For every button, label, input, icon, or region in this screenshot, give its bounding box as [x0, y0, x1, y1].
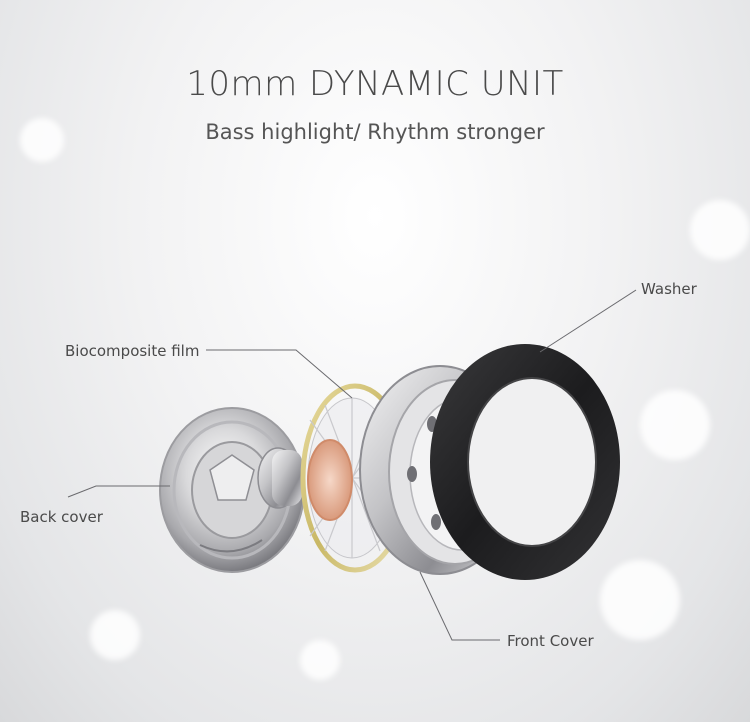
bokeh-sparkle: [640, 390, 710, 460]
biocomposite-film-label: Biocomposite film: [65, 342, 200, 360]
front-cover-label: Front Cover: [507, 632, 594, 650]
washer-label: Washer: [641, 280, 697, 298]
bokeh-sparkle: [690, 200, 750, 260]
page-title: 10mm DYNAMIC UNIT: [186, 64, 564, 104]
page-subtitle: Bass highlight/ Rhythm stronger: [205, 120, 545, 144]
magnet-stem-part: [257, 447, 302, 509]
back-cover-label: Back cover: [20, 508, 103, 526]
bokeh-sparkle: [20, 118, 64, 162]
bokeh-sparkle: [90, 610, 140, 660]
bokeh-sparkle: [600, 560, 680, 640]
washer-part: [430, 344, 620, 580]
leader-lines: [67, 289, 637, 641]
bokeh-sparkle: [300, 640, 340, 680]
